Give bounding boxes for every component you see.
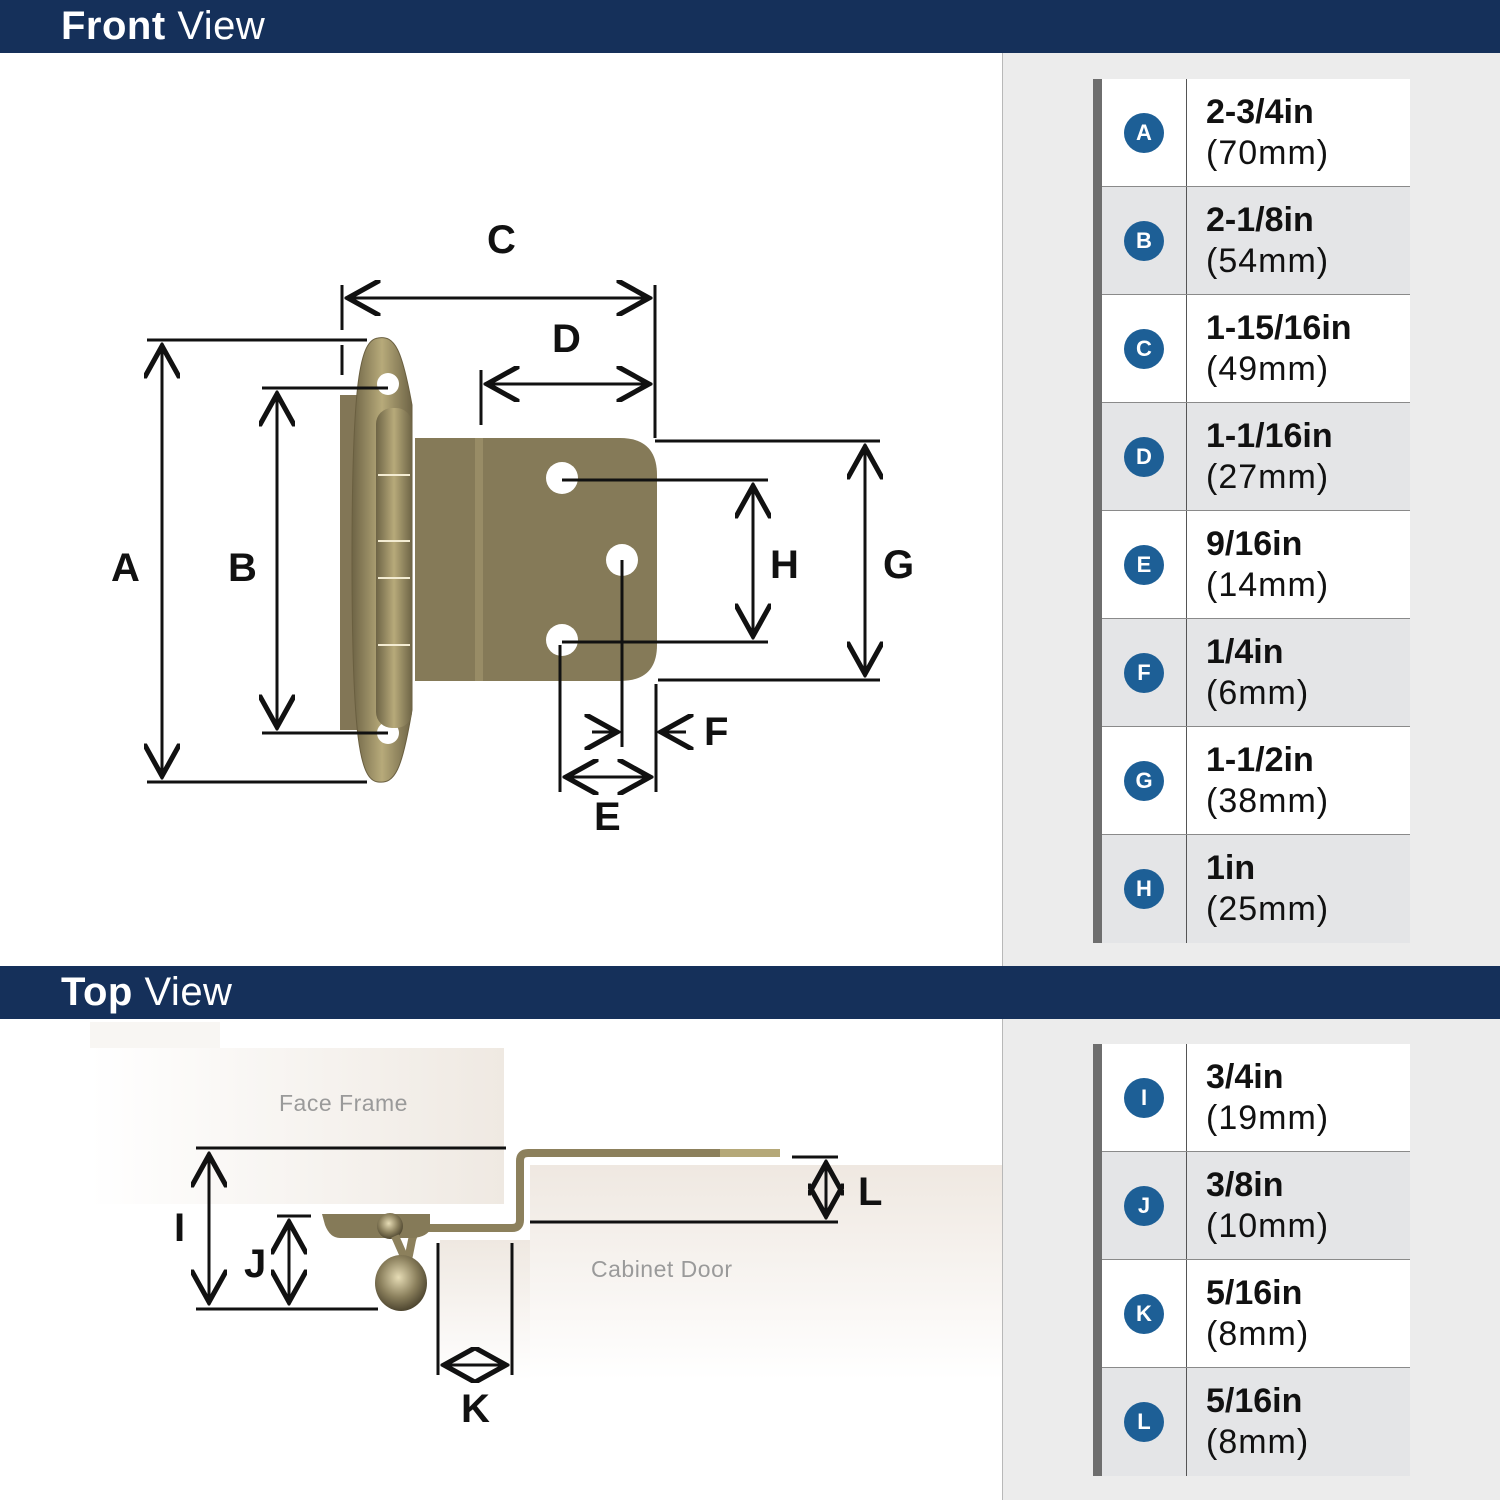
front-view-spec-table: A 2-3/4in(70mm) B 2-1/8in(54mm) C 1-15/1… <box>1093 79 1410 943</box>
badge-h-icon: H <box>1124 869 1164 909</box>
dim-label-e: E <box>594 795 621 839</box>
spec-l-imperial: 5/16in <box>1206 1382 1303 1420</box>
dim-label-c: C <box>487 218 516 262</box>
spec-l-metric: (8mm) <box>1206 1423 1310 1461</box>
spec-row-b: B 2-1/8in(54mm) <box>1102 187 1410 295</box>
badge-f-icon: F <box>1124 652 1164 693</box>
spec-row-l: L 5/16in(8mm) <box>1102 1368 1410 1476</box>
dimension-lines <box>147 285 880 792</box>
spec-a-metric: (70mm) <box>1206 133 1330 172</box>
spec-b-imperial: 2-1/8in <box>1206 200 1314 239</box>
spec-row-g: G 1-1/2in(38mm) <box>1102 727 1410 835</box>
spec-c-metric: (49mm) <box>1206 349 1330 388</box>
spec-row-a: A 2-3/4in(70mm) <box>1102 79 1410 187</box>
spec-j-imperial: 3/8in <box>1206 1165 1284 1204</box>
badge-c-icon: C <box>1124 328 1164 369</box>
spec-h-imperial: 1in <box>1206 849 1256 887</box>
top-view-title-light: View <box>144 970 233 1014</box>
spec-b-metric: (54mm) <box>1206 241 1330 280</box>
spec-d-metric: (27mm) <box>1206 457 1330 496</box>
dim-label-k: K <box>461 1387 490 1431</box>
spec-g-imperial: 1-1/2in <box>1206 740 1314 779</box>
badge-g-icon: G <box>1124 760 1164 801</box>
spec-row-k: K 5/16in(8mm) <box>1102 1260 1410 1368</box>
spec-h-metric: (25mm) <box>1206 890 1330 928</box>
dim-label-a: A <box>111 546 140 590</box>
dim-label-i: I <box>174 1206 186 1250</box>
hinge-icon <box>340 337 657 783</box>
top-view-header: Top View <box>0 966 1500 1019</box>
badge-i-icon: I <box>1124 1077 1164 1118</box>
spec-row-j: J 3/8in(10mm) <box>1102 1152 1410 1260</box>
badge-b-icon: B <box>1124 220 1164 261</box>
spec-row-c: C 1-15/16in(49mm) <box>1102 295 1410 403</box>
spec-row-d: D 1-1/16in(27mm) <box>1102 403 1410 511</box>
dim-label-g: G <box>883 543 915 587</box>
badge-k-icon: K <box>1124 1293 1164 1334</box>
dim-label-d: D <box>552 317 581 361</box>
top-view-title-bold: Top <box>61 970 133 1014</box>
badge-l-icon: L <box>1124 1402 1164 1442</box>
cabinet-door-label: Cabinet Door <box>591 1256 733 1282</box>
dim-label-l: L <box>858 1170 883 1214</box>
dim-label-f: F <box>704 710 729 754</box>
spec-c-imperial: 1-15/16in <box>1206 308 1352 347</box>
spec-row-h: H 1in(25mm) <box>1102 835 1410 943</box>
spec-row-f: F 1/4in(6mm) <box>1102 619 1410 727</box>
spec-e-metric: (14mm) <box>1206 565 1330 604</box>
spec-j-metric: (10mm) <box>1206 1206 1330 1245</box>
spec-g-metric: (38mm) <box>1206 781 1330 820</box>
spec-f-metric: (6mm) <box>1206 673 1310 712</box>
spec-k-imperial: 5/16in <box>1206 1273 1303 1312</box>
spec-e-imperial: 9/16in <box>1206 524 1303 563</box>
front-view-hinge-diagram <box>0 0 1000 966</box>
spec-d-imperial: 1-1/16in <box>1206 416 1333 455</box>
badge-a-icon: A <box>1124 112 1164 153</box>
spec-a-imperial: 2-3/4in <box>1206 92 1314 131</box>
spec-i-imperial: 3/4in <box>1206 1057 1284 1096</box>
spec-f-imperial: 1/4in <box>1206 632 1284 671</box>
face-frame-label: Face Frame <box>279 1090 408 1116</box>
dim-label-j: J <box>244 1242 267 1286</box>
spec-k-metric: (8mm) <box>1206 1314 1310 1353</box>
front-view-title-light: View <box>177 4 266 48</box>
badge-e-icon: E <box>1124 544 1164 585</box>
spec-i-metric: (19mm) <box>1206 1098 1330 1137</box>
dim-label-b: B <box>228 546 257 590</box>
spec-row-i: I 3/4in(19mm) <box>1102 1044 1410 1152</box>
front-view-header: Front View <box>0 0 1500 53</box>
front-view-title-bold: Front <box>61 4 166 48</box>
dim-label-h: H <box>770 543 799 587</box>
top-view-spec-table: I 3/4in(19mm) J 3/8in(10mm) K 5/16in(8mm… <box>1093 1044 1410 1476</box>
badge-d-icon: D <box>1124 436 1164 477</box>
badge-j-icon: J <box>1124 1185 1164 1226</box>
spec-row-e: E 9/16in(14mm) <box>1102 511 1410 619</box>
